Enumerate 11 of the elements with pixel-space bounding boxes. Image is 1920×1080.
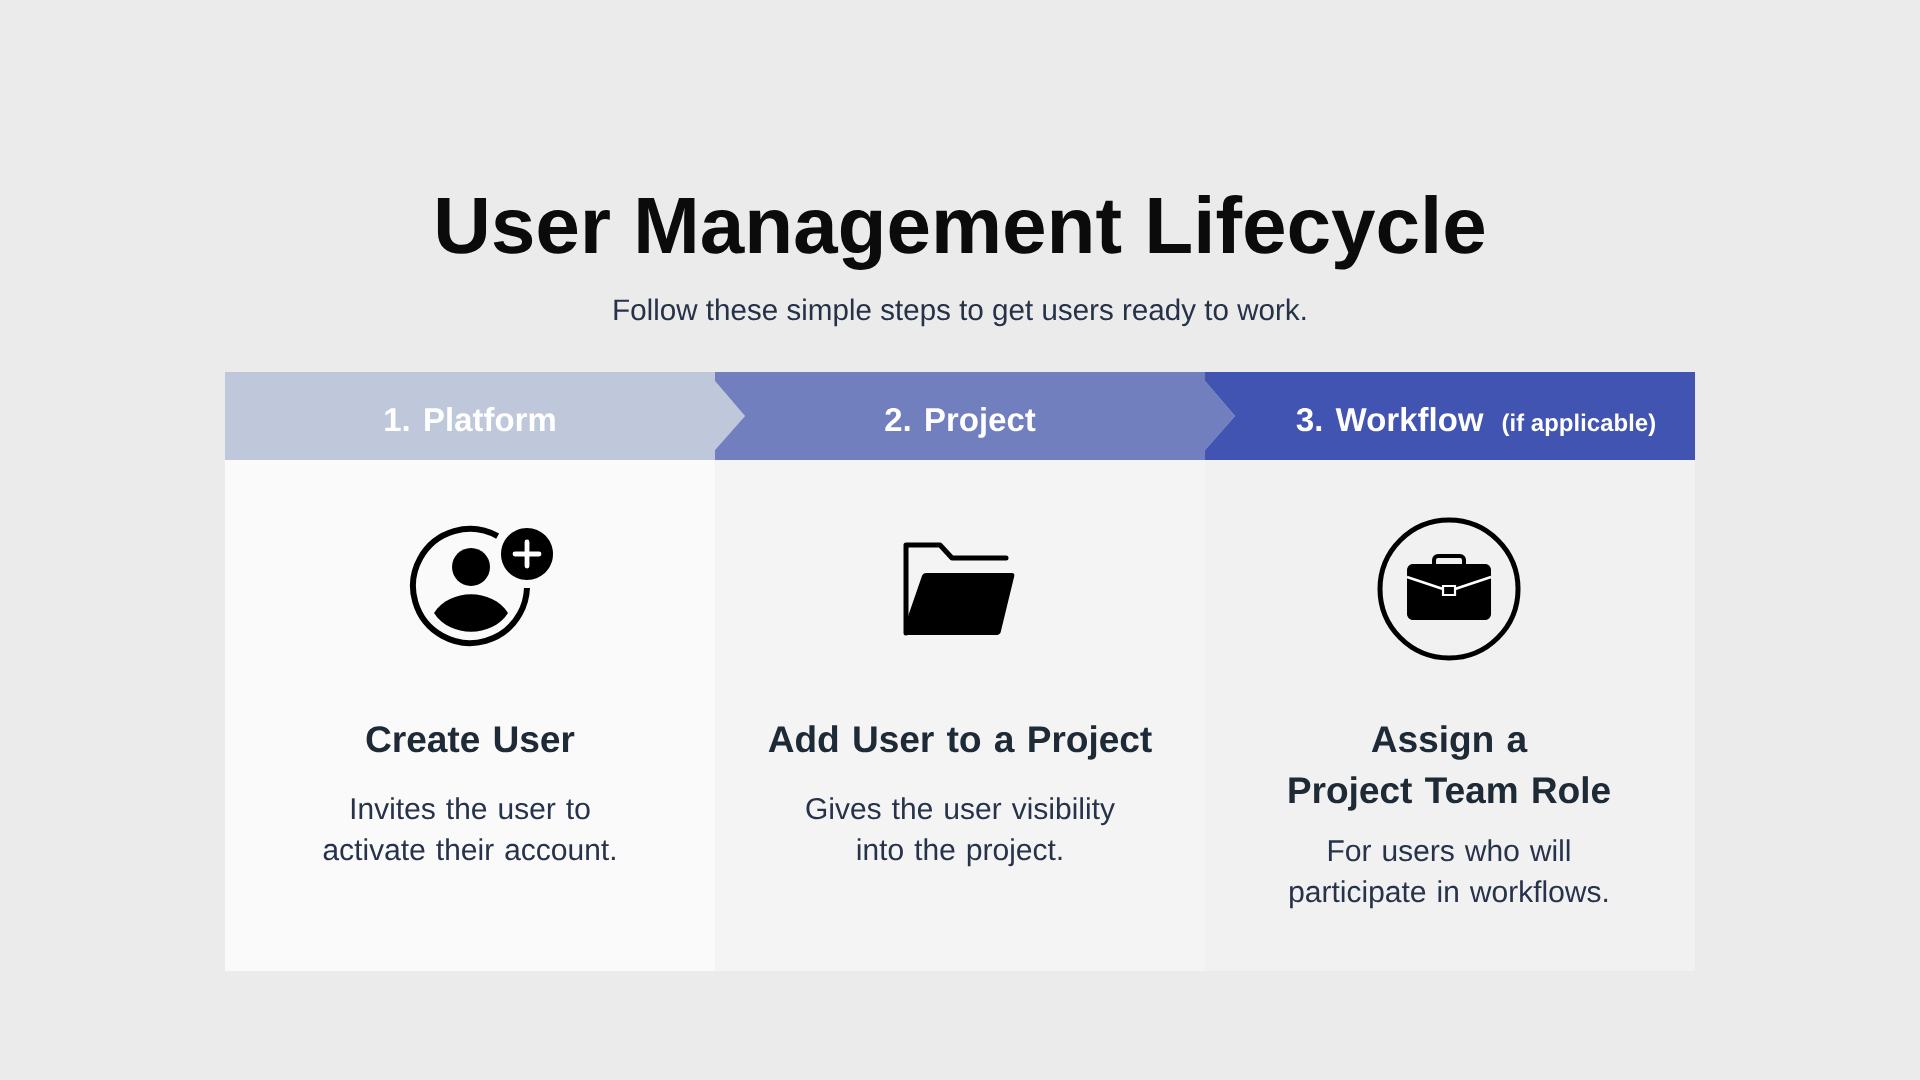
step-heading: Create User bbox=[366, 726, 575, 753]
step-heading: Assign a Project Team Role bbox=[1289, 725, 1610, 811]
step-description: Gives the user visibility into the project. bbox=[806, 797, 1115, 867]
chevron-banner: 1. Platform bbox=[225, 372, 745, 460]
title: User Management Lifecycle bbox=[437, 195, 1484, 270]
step-heading: Add User to a Project bbox=[768, 725, 1152, 760]
chevron-banner: 3. Workflow (if applicable) bbox=[1205, 372, 1695, 460]
step-description: Invites the user to activate their account. bbox=[323, 797, 615, 861]
chevron-banner: 2. Project bbox=[715, 372, 1235, 460]
subtitle: Follow these simple steps to get users ready to work. bbox=[614, 298, 1306, 327]
step-description: For users who will participate in workflows. bbox=[1290, 839, 1608, 909]
